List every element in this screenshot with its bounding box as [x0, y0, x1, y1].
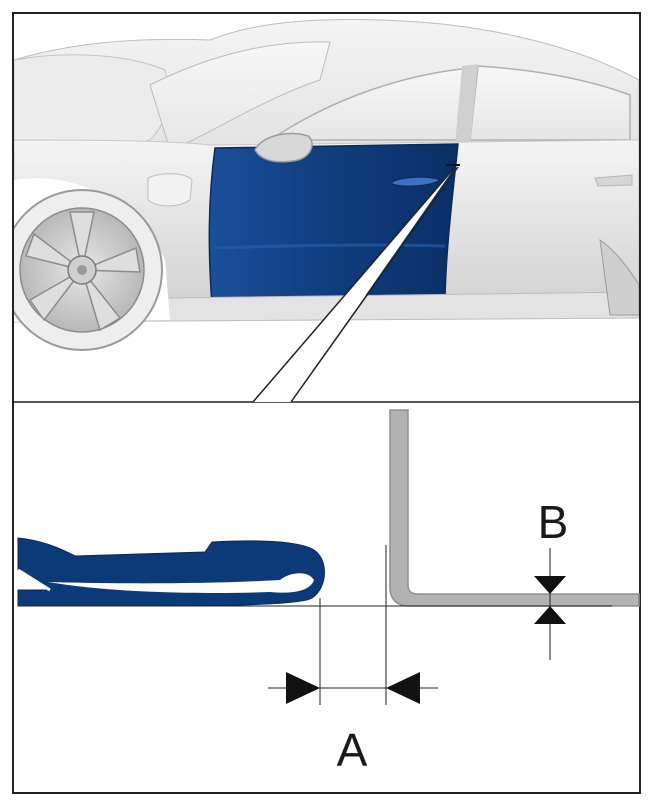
front-wheel: [14, 189, 163, 351]
arrow-up-icon: [534, 606, 566, 624]
car-illustration: [14, 14, 639, 403]
dimension-b-label: B: [538, 496, 569, 548]
dimension-b: B: [534, 496, 568, 660]
arrow-right-icon: [286, 672, 320, 704]
callout-line-right: [290, 166, 459, 403]
door-handle: [391, 176, 442, 187]
dimension-a-label: A: [337, 724, 368, 776]
arrow-left-icon: [386, 672, 420, 704]
arrow-down-icon: [534, 576, 566, 594]
front-door-panel: [208, 143, 459, 306]
body-panel-section: [389, 409, 640, 607]
gap-detail-view: A B: [17, 409, 640, 776]
dimension-a: A: [268, 672, 438, 776]
callout-line-left: [252, 166, 456, 403]
side-mirror: [254, 132, 313, 163]
